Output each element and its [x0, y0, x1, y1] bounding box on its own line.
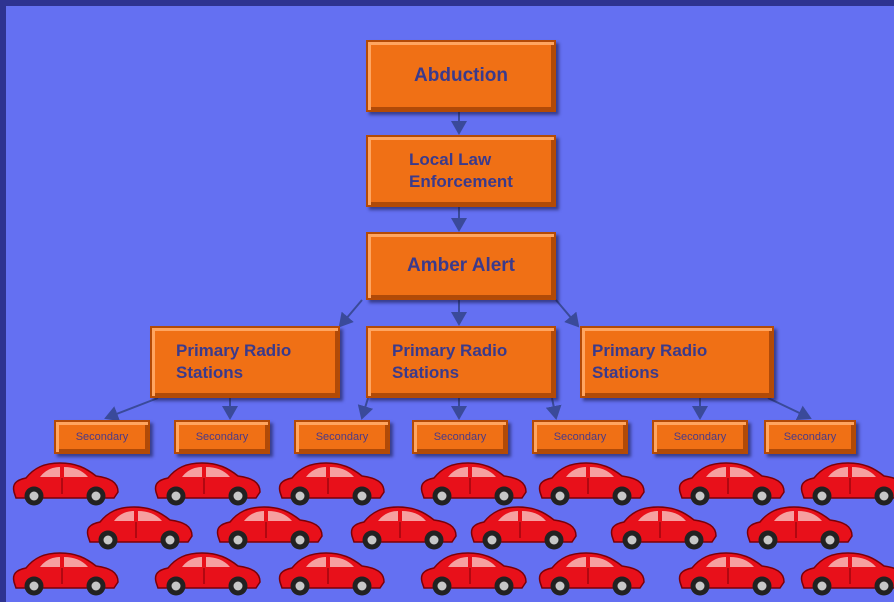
car-icon	[680, 463, 785, 506]
car-icon	[540, 463, 645, 506]
car-icon	[280, 463, 385, 506]
car-icon	[422, 553, 527, 596]
car-icon	[802, 463, 894, 506]
car-icon	[422, 463, 527, 506]
car-icon	[612, 507, 717, 550]
car-icon	[540, 553, 645, 596]
car-icon	[802, 553, 894, 596]
car-icon	[280, 553, 385, 596]
car-icon	[88, 507, 193, 550]
car-icon	[352, 507, 457, 550]
car-icon	[680, 553, 785, 596]
car-icon	[14, 553, 119, 596]
car-icon	[156, 463, 261, 506]
car-icon	[14, 463, 119, 506]
car-icon	[748, 507, 853, 550]
car-icon	[156, 553, 261, 596]
car-icon	[218, 507, 323, 550]
car-icon	[472, 507, 577, 550]
